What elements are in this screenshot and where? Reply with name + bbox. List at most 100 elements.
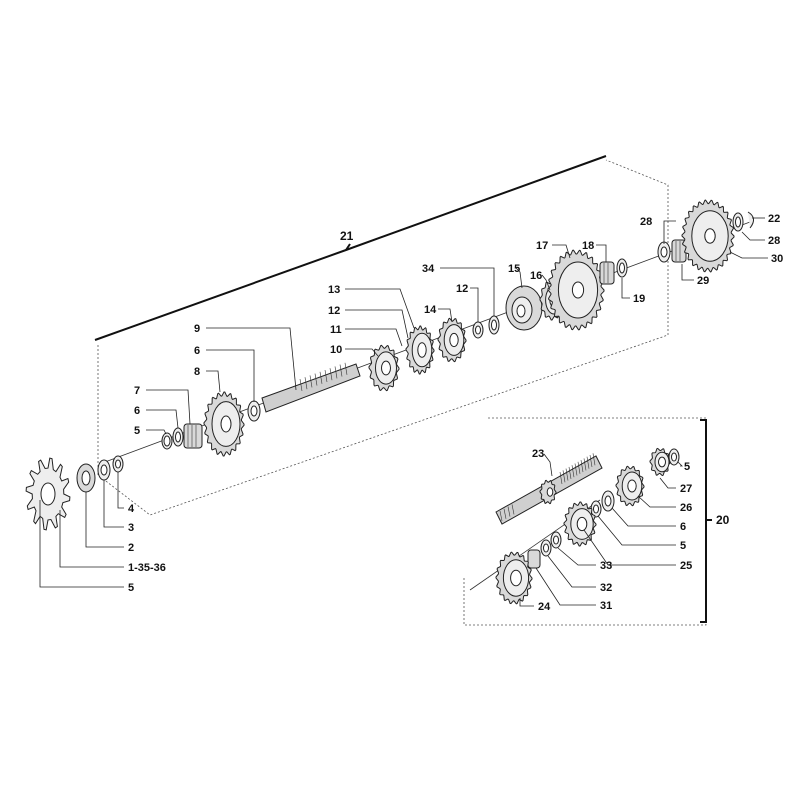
label-2: 2 <box>128 542 134 554</box>
leader-6-b <box>146 409 179 429</box>
label-15: 15 <box>508 263 520 275</box>
leader-6-a <box>206 349 255 402</box>
group-20-brace <box>700 419 707 623</box>
leader-12-b <box>345 309 409 339</box>
leader-5-a <box>146 429 167 435</box>
part-5-bore <box>163 435 171 447</box>
gear17-bore <box>571 281 585 299</box>
leader-32 <box>547 555 596 588</box>
part-2-bore <box>81 470 91 486</box>
shaft-23-spline-end <box>503 508 507 519</box>
shaft-23-spline <box>574 463 578 476</box>
leader-27 <box>659 477 676 489</box>
shaft-9-spline <box>319 371 323 384</box>
label-6-c: 6 <box>680 521 686 533</box>
label-31: 31 <box>600 600 612 612</box>
leader-33 <box>557 547 596 566</box>
label-24: 24 <box>538 601 551 613</box>
shaft-23-spline <box>562 470 566 483</box>
label-7: 7 <box>134 385 140 397</box>
shaft-23-spline <box>559 471 563 485</box>
shaft-9-spline <box>299 378 303 392</box>
label-3: 3 <box>128 522 134 534</box>
sprocket-1 <box>25 457 71 531</box>
leader-3 <box>103 480 124 528</box>
shaft-9-spline <box>329 368 333 381</box>
label-18: 18 <box>582 240 594 252</box>
label-13: 13 <box>328 284 340 296</box>
leader-lines <box>39 217 768 607</box>
gear27-bore <box>658 456 666 468</box>
gear26-bore <box>627 479 637 493</box>
part-23-gear <box>539 479 557 505</box>
leader-25 <box>583 529 676 566</box>
group-21-label: 21 <box>340 229 354 243</box>
leader-23 <box>543 453 553 477</box>
label-28-b: 28 <box>768 235 780 247</box>
leader-5-d <box>597 515 676 546</box>
label-16: 16 <box>530 270 542 282</box>
part-12-bore <box>475 325 481 335</box>
part-28-bore <box>660 246 668 258</box>
label-8: 8 <box>194 366 200 378</box>
label-19: 19 <box>633 293 645 305</box>
part-33-bore <box>553 535 559 545</box>
label-5-a: 5 <box>134 425 140 437</box>
label-33: 33 <box>600 560 612 572</box>
label-17: 17 <box>536 240 548 252</box>
part-10-gear <box>368 344 400 392</box>
part-13-gear <box>405 325 435 375</box>
label-30: 30 <box>771 253 783 265</box>
shaft-23-spline <box>580 460 584 473</box>
label-29: 29 <box>697 275 709 287</box>
shaft-23-spline <box>583 458 587 471</box>
part-9-shaft <box>261 362 361 413</box>
leader-8 <box>206 370 221 393</box>
leader-9 <box>206 327 297 391</box>
part-5-inset-2-bore <box>593 504 599 514</box>
leader-1 <box>59 510 124 568</box>
part-4-bore <box>115 459 121 469</box>
label-5-d: 5 <box>680 540 686 552</box>
leader-5-b <box>39 500 124 588</box>
label-14: 14 <box>424 304 437 316</box>
leader-28-b <box>741 231 765 241</box>
part-22-circlip <box>747 211 754 229</box>
leader-26 <box>637 495 676 508</box>
leader-2 <box>85 492 124 548</box>
part-15-hub <box>505 285 543 331</box>
group-21-dashed-outline <box>97 159 669 516</box>
leader-13 <box>345 288 415 329</box>
shaft-23-spline <box>589 454 593 468</box>
gear23-bore <box>546 487 554 497</box>
group-20-dashed-outline <box>463 417 707 626</box>
label-28-a: 28 <box>640 216 652 228</box>
shaft-9-spline <box>339 364 343 377</box>
label-27: 27 <box>680 483 692 495</box>
gear8-bore <box>220 415 232 433</box>
leader-15 <box>515 267 523 289</box>
gear13-bore <box>417 342 427 358</box>
part-5-inset-bore <box>671 452 677 462</box>
part-31-bearing <box>527 549 541 569</box>
shaft-23-spline-end <box>507 506 511 517</box>
label-9: 9 <box>194 323 200 335</box>
leader-16 <box>541 274 551 291</box>
part-14-gear <box>437 317 467 363</box>
shaft-23-spline <box>571 465 575 478</box>
shaft-9-spline <box>324 369 328 383</box>
part-6-inset-bore <box>604 495 612 507</box>
part-17-gear <box>547 249 605 331</box>
group-20-label: 20 <box>716 513 730 527</box>
shaft-23-spline <box>592 453 596 466</box>
part-34-bore <box>491 319 497 331</box>
shaft-9-spline <box>309 375 313 388</box>
label-1-35-36: 1-35-36 <box>128 562 166 574</box>
leader-5-c <box>677 461 683 467</box>
part-32-bore <box>543 543 549 553</box>
leader-19 <box>621 278 630 299</box>
part-3-bore <box>100 464 108 476</box>
part-6-upper-bore <box>250 405 258 417</box>
label-22: 22 <box>768 213 780 225</box>
shaft-23-spline-end <box>499 510 503 522</box>
